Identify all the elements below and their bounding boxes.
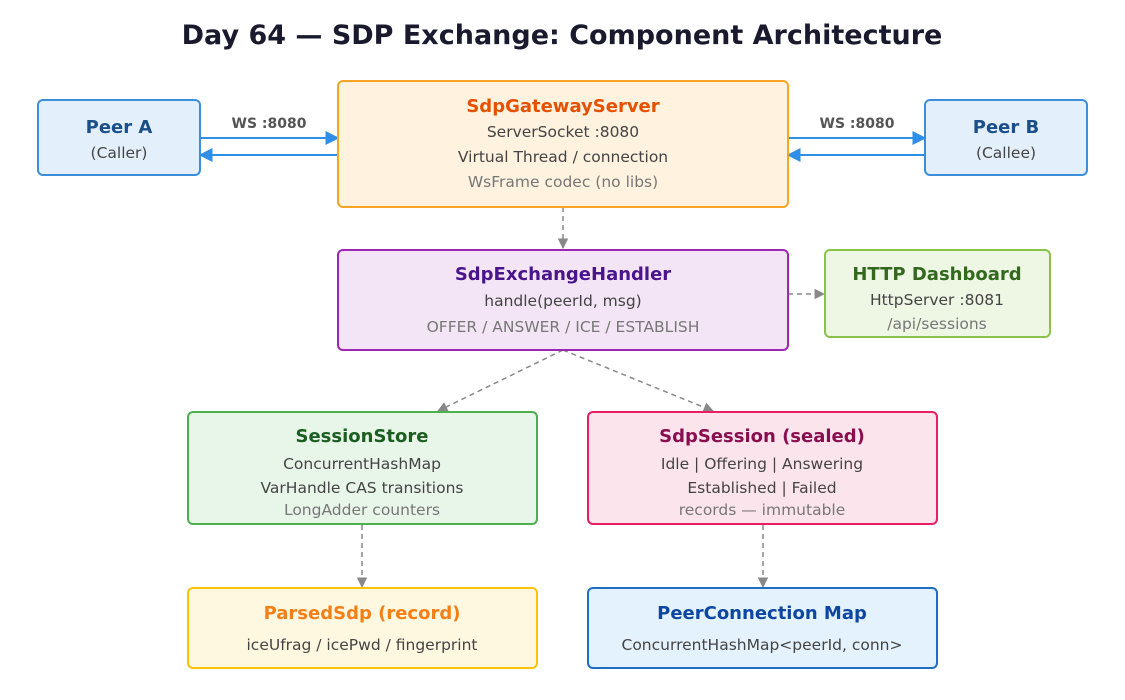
node-sdp-session-box <box>587 411 938 525</box>
edge-label-ws-left: WS :8080 <box>232 116 307 132</box>
node-handler: SdpExchangeHandler handle(peerId, msg) O… <box>337 249 789 351</box>
node-peer-a-line-1: (Caller) <box>91 144 148 162</box>
node-dashboard-box <box>824 249 1051 338</box>
node-parsed-sdp: ParsedSdp (record) iceUfrag / icePwd / f… <box>187 587 538 669</box>
node-handler-box <box>337 249 789 351</box>
node-session-store-box <box>187 411 538 525</box>
node-gateway-line-3: WsFrame codec (no libs) <box>468 173 658 191</box>
node-peer-connection-map: PeerConnection Map ConcurrentHashMap<pee… <box>587 587 938 669</box>
node-parsed-sdp-box <box>187 587 538 669</box>
node-sdp-session-line-1: Idle | Offering | Answering <box>661 455 863 473</box>
node-dashboard-title: HTTP Dashboard <box>852 264 1021 285</box>
node-dashboard: HTTP Dashboard HttpServer :8081 /api/ses… <box>824 249 1051 338</box>
edge-gateway-peer-b: WS :8080 <box>786 116 927 162</box>
node-parsed-sdp-line-1: iceUfrag / icePwd / fingerprint <box>246 636 477 654</box>
node-session-store-line-2: VarHandle CAS transitions <box>261 479 464 497</box>
node-gateway-line-2: Virtual Thread / connection <box>458 148 668 166</box>
node-session-store-line-3: LongAdder counters <box>284 501 440 519</box>
node-peer-b-line-1: (Callee) <box>976 144 1036 162</box>
node-handler-line-1: handle(peerId, msg) <box>484 292 641 310</box>
arrow-handler-to-session <box>562 349 714 413</box>
node-peer-a: Peer A (Caller) <box>37 99 201 176</box>
node-sdp-session: SdpSession (sealed) Idle | Offering | An… <box>587 411 938 525</box>
node-peer-b: Peer B (Callee) <box>924 99 1088 176</box>
node-peer-a-title: Peer A <box>86 117 153 138</box>
node-sdp-session-line-2: Established | Failed <box>687 479 836 497</box>
node-sdp-session-title: SdpSession (sealed) <box>659 426 865 447</box>
node-session-store-title: SessionStore <box>296 426 429 447</box>
node-handler-title: SdpExchangeHandler <box>455 264 671 285</box>
node-session-store: SessionStore ConcurrentHashMap VarHandle… <box>187 411 538 525</box>
node-parsed-sdp-title: ParsedSdp (record) <box>264 603 461 624</box>
node-sdp-session-line-3: records — immutable <box>679 501 846 519</box>
node-peer-a-box <box>37 99 201 176</box>
diagram-title: Day 64 — SDP Exchange: Component Archite… <box>182 20 943 51</box>
node-peer-connection-map-title: PeerConnection Map <box>657 603 867 624</box>
arrow-handler-to-store <box>437 349 564 412</box>
edge-label-ws-right: WS :8080 <box>820 116 895 132</box>
node-peer-connection-map-line-1: ConcurrentHashMap<peerId, conn> <box>622 636 903 654</box>
node-dashboard-line-2: /api/sessions <box>887 315 987 333</box>
node-peer-b-box <box>924 99 1088 176</box>
edge-peer-a-gateway: WS :8080 <box>198 116 340 162</box>
node-gateway: SdpGatewayServer ServerSocket :8080 Virt… <box>337 80 789 208</box>
node-gateway-title: SdpGatewayServer <box>466 96 659 117</box>
node-peer-connection-map-box <box>587 587 938 669</box>
node-handler-line-2: OFFER / ANSWER / ICE / ESTABLISH <box>427 318 700 336</box>
node-session-store-line-1: ConcurrentHashMap <box>283 455 441 473</box>
node-gateway-line-1: ServerSocket :8080 <box>487 123 639 141</box>
node-dashboard-line-1: HttpServer :8081 <box>870 291 1004 309</box>
node-peer-b-title: Peer B <box>973 117 1039 138</box>
node-gateway-box <box>337 80 789 208</box>
